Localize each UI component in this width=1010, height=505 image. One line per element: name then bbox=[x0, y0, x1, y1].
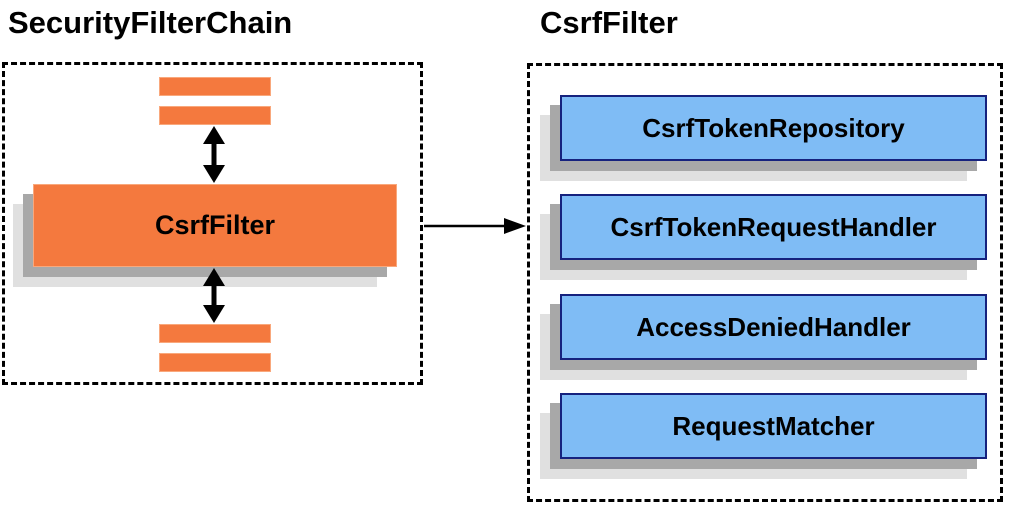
flow-arrow-icon bbox=[424, 218, 526, 234]
security-filter-chain-title: SecurityFilterChain bbox=[8, 5, 293, 40]
csrf-filter-panel-title: CsrfFilter bbox=[540, 5, 678, 40]
component-box-csrf-token-repository: CsrfTokenRepository bbox=[560, 95, 987, 161]
csrf-filter-box: CsrfFilter bbox=[33, 184, 397, 267]
csrf-filter-components-panel: CsrfTokenRepository CsrfTokenRequestHand… bbox=[527, 63, 1003, 502]
component-box-request-matcher: RequestMatcher bbox=[560, 393, 987, 459]
component-box-access-denied-handler: AccessDeniedHandler bbox=[560, 294, 987, 360]
csrf-filter-box-label: CsrfFilter bbox=[154, 210, 276, 240]
security-filter-chain-panel: CsrfFilter bbox=[2, 62, 423, 385]
filter-placeholder-bar bbox=[159, 353, 271, 372]
component-label: AccessDeniedHandler bbox=[636, 311, 911, 342]
component-label: RequestMatcher bbox=[672, 410, 875, 441]
component-label: CsrfTokenRepository bbox=[642, 112, 905, 143]
filter-placeholder-bar bbox=[159, 77, 271, 96]
component-label: CsrfTokenRequestHandler bbox=[610, 211, 937, 242]
component-box-csrf-token-request-handler: CsrfTokenRequestHandler bbox=[560, 194, 987, 260]
filter-placeholder-bar bbox=[159, 106, 271, 125]
filter-placeholder-bar bbox=[159, 324, 271, 343]
